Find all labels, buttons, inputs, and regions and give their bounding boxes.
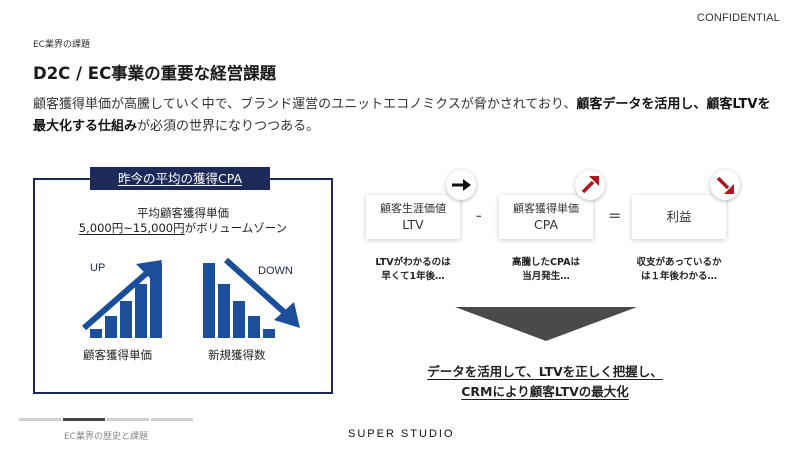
cpa-note-line1: 高騰したCPAは — [512, 257, 580, 268]
ltv-badge — [446, 170, 476, 200]
cpa-abbr: CPA — [533, 217, 559, 232]
lead-text-1: 顧客獲得単価が高騰していく中で、ブランド運営のユニットエコノミクスが脅かされてお… — [33, 97, 577, 112]
formula-ltv-box: 顧客生涯価値 LTV — [366, 195, 460, 239]
progress-segment — [63, 418, 105, 421]
profit-badge — [710, 170, 740, 200]
cpa-box-title: 昨今の平均の獲得CPA — [90, 167, 270, 190]
section-progress — [19, 418, 193, 421]
bar — [263, 329, 275, 338]
bar — [120, 300, 132, 338]
footer-section-label: EC業界の歴史と課題 — [64, 432, 148, 442]
formula-cpa-box: 顧客獲得単価 CPA — [499, 195, 593, 239]
down-triangle-arrow-icon — [455, 307, 637, 341]
cpa-box-title-text: 昨今の平均の獲得CPA — [117, 171, 243, 186]
acquisition-bar-chart — [203, 263, 275, 338]
formula-profit-box: 利益 — [632, 195, 726, 239]
brand-logo: SUPER STUDIO — [348, 428, 455, 440]
conclusion-line2: CRMにより顧客LTVの最大化 — [461, 384, 629, 399]
cpa-subtitle: 平均顧客獲得単価 — [137, 206, 229, 220]
arrow-up-right-icon — [581, 176, 599, 194]
cpa-chart-caption: 顧客獲得単価 — [83, 348, 152, 362]
cpa-note: 高騰したCPAは 当月発生… — [486, 256, 606, 284]
bar — [233, 300, 245, 338]
arrow-down-right-icon — [223, 257, 300, 328]
cpa-note-line2: 当月発生… — [522, 271, 570, 282]
cpa-bar-chart — [90, 263, 162, 338]
profit-note: 収支があっているか は１年後わかる… — [619, 256, 739, 284]
minus-operator: - — [476, 206, 482, 225]
cpa-range-suffix: がボリュームゾーン — [184, 221, 288, 235]
acquisition-chart-caption: 新規獲得数 — [208, 348, 266, 362]
lead-paragraph: 顧客獲得単価が高騰していく中で、ブランド運営のユニットエコノミクスが脅かされてお… — [33, 94, 773, 138]
arrow-right-icon — [452, 179, 471, 191]
conclusion-line1: データを活用して、LTVを正しく把握し、 — [427, 364, 663, 379]
bar — [135, 284, 147, 338]
ltv-note-line1: LTVがわかるのは — [375, 257, 451, 268]
section-label: EC業界の課題 — [33, 40, 90, 50]
ltv-label: 顧客生涯価値 — [380, 202, 446, 215]
down-label: DOWN — [258, 265, 293, 277]
ltv-abbr: LTV — [402, 217, 424, 232]
progress-segment — [151, 418, 193, 421]
progress-segment — [19, 418, 61, 421]
bar — [105, 315, 117, 338]
up-label: UP — [90, 262, 106, 274]
cpa-range: 5,000円~15,000円がボリュームゾーン — [33, 220, 333, 236]
cpa-range-value: 5,000円~15,000円 — [78, 221, 185, 235]
bar — [203, 263, 215, 338]
bar — [150, 263, 162, 338]
ltv-note: LTVがわかるのは 早くて1年後… — [353, 256, 473, 284]
page-title: D2C / EC事業の重要な経営課題 — [33, 64, 277, 83]
conclusion-text: データを活用して、LTVを正しく把握し、 CRMにより顧客LTVの最大化 — [400, 362, 690, 402]
bar — [218, 284, 230, 338]
confidential-label: CONFIDENTIAL — [696, 12, 780, 24]
progress-segment — [107, 418, 149, 421]
profit-note-line1: 収支があっているか — [636, 257, 722, 268]
lead-text-2: が必須の世界になりつつある。 — [137, 119, 320, 134]
profit-note-line2: は１年後わかる… — [640, 271, 717, 282]
arrow-down-right-icon — [716, 176, 734, 194]
cpa-label: 顧客獲得単価 — [513, 202, 579, 215]
bar — [90, 329, 102, 338]
cpa-badge — [575, 170, 605, 200]
lead-bold-text: 顧客データを活用し、顧客LTVを最大化する仕組み — [33, 97, 771, 134]
bar — [248, 315, 260, 338]
equals-operator: = — [608, 206, 622, 225]
profit-label: 利益 — [666, 209, 692, 224]
ltv-note-line2: 早くて1年後… — [381, 271, 445, 282]
